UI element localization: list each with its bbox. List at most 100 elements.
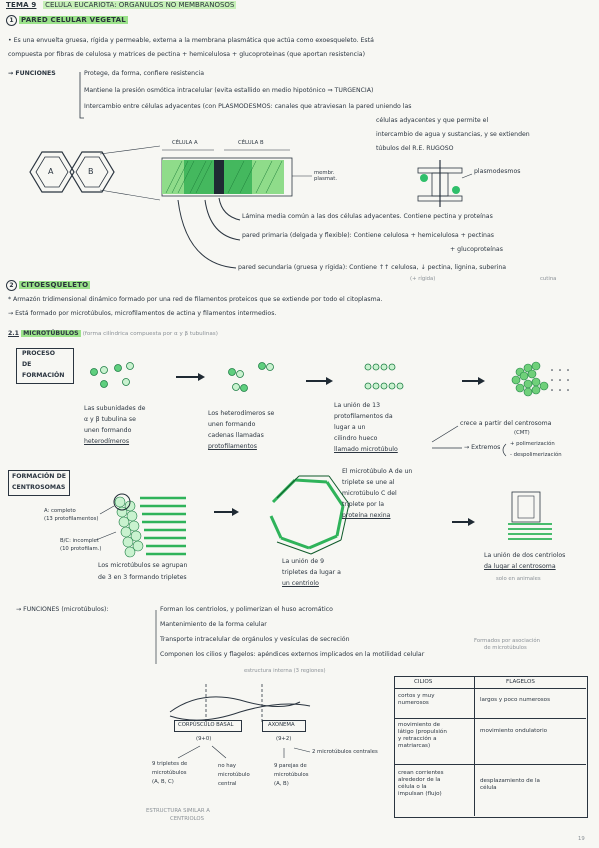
s2-line-1: * Armazón tridimensional dinámico formad…	[8, 296, 383, 303]
table-col-divider	[474, 676, 475, 816]
step1-line: heterodímeros	[84, 438, 130, 445]
table-row-divider	[394, 718, 586, 719]
estructura-similar: ESTRUCTURA SIMILAR A	[146, 808, 210, 814]
centrosoma-note: solo en animales	[496, 576, 541, 582]
table-cell-line: largos y poco numerosos	[480, 697, 551, 703]
membrana-label: membr. plasmat.	[314, 170, 338, 183]
s1-func-1: Protege, da forma, confiere resistencia	[84, 70, 204, 77]
pared-primaria: pared primaria (delgada y flexible): Con…	[242, 232, 494, 239]
table-cell-line: movimiento ondulatorio	[480, 728, 548, 734]
axonema-box	[262, 720, 306, 732]
sub21-note: (forma cilíndrica compuesta por α y β tu…	[82, 331, 218, 337]
estructura-similar-b: CENTRIOLOS	[170, 816, 204, 822]
estructura-interna: estructura interna (3 regiones)	[244, 668, 326, 674]
pared-secundaria: pared secundaria (gruesa y rígida): Cont…	[238, 264, 507, 271]
corpusculo-box	[174, 720, 242, 732]
cell-b-label: B	[88, 167, 94, 176]
table-row-divider	[394, 764, 586, 765]
step3-line: protofilamentos da	[334, 413, 393, 420]
centrosoma-text: La unión de dos centriolos da lugar al c…	[484, 550, 565, 572]
step3-line: llamado microtúbulo	[334, 446, 398, 453]
corpusculo-code: (9+0)	[196, 736, 212, 742]
lamina-media: Lámina media común a las dos células ady…	[242, 213, 493, 220]
crece-cmt: (CMT)	[514, 430, 530, 436]
triplete-line: Los microtúbulos se agrupan	[98, 562, 188, 569]
table-header-cilios: CILIOS	[414, 679, 433, 685]
centrosoma-line: La unión de dos centriolos	[484, 552, 566, 559]
proceso-label-2: DE	[22, 361, 32, 368]
proceso-box	[16, 348, 74, 384]
despolimerizacion: - despolimerización	[510, 452, 562, 458]
triplete-text: Los microtúbulos se agrupan de 3 en 3 fo…	[98, 560, 187, 584]
s1-func-3b: células adyacentes y que permite el	[376, 117, 489, 124]
pared-primaria-b: + glucoproteínas	[450, 246, 503, 253]
centriolo-text: La unión de 9 tripletes da lugar a un ce…	[282, 556, 341, 589]
s2-line-2: → Está formado por microtúbulos, microfi…	[8, 310, 277, 317]
plasmodesmos-label: plasmodesmos	[474, 168, 521, 175]
table-header-divider	[394, 688, 586, 689]
step1-line: unen formando	[84, 427, 132, 434]
cb-desc-1-line: (A, B, C)	[152, 779, 174, 785]
sub21-heading: 2.1 MICROTÚBULOS (forma cilíndrica compu…	[8, 330, 218, 337]
nexina-line: proteína nexina	[342, 512, 391, 519]
step2-line: cadenas llamadas	[208, 432, 264, 439]
table-cell-line: impulsan (flujo)	[398, 790, 442, 797]
page-title: CELULA EUCARIOTA: ORGANULOS NO MEMBRANOS…	[43, 1, 237, 9]
table-cell-line: cortos y muy	[398, 693, 435, 699]
step3-text: La unión de 13 protofilamentos da lugar …	[334, 400, 398, 455]
section1-number: 1	[6, 15, 17, 26]
polimerizacion: + polimerización	[510, 441, 555, 447]
topic-label: TEMA 9	[6, 1, 37, 9]
mt-func-4: Componen los cilios y flagelos: apéndice…	[160, 651, 425, 658]
triplete-line: de 3 en 3 formando tripletes	[98, 574, 187, 581]
axonema-label: AXONEMA	[268, 722, 295, 728]
step3-line: La unión de 13	[334, 402, 381, 409]
step2-line: protofilamentos	[208, 443, 257, 450]
step2-text: Los heterodímeros se unen formando caden…	[208, 408, 274, 452]
table-cell: movimiento ondulatorio	[480, 728, 547, 735]
table-header-flagelos: FLAGELOS	[506, 679, 535, 685]
table-cell-line: alrededor de la	[398, 776, 441, 783]
table-cell: largos y poco numerosos	[480, 697, 550, 704]
table-cell-line: desplazamiento de la	[480, 778, 540, 784]
ax-desc-1-line: 9 parejas de	[274, 763, 307, 769]
step1-line: α y β tubulina se	[84, 416, 136, 423]
bc-incompleto-b: (10 protofilam.)	[60, 546, 102, 552]
note-formados: Formados por asociación	[474, 638, 540, 644]
nexina-line: El microtúbulo A de un	[342, 468, 413, 475]
extremos-text: → Extremos	[464, 444, 501, 451]
pared-secundaria-c: cutina	[540, 276, 557, 282]
table-cell: crean corrientes alrededor de la célula …	[398, 770, 444, 798]
page-number: 19	[578, 836, 585, 842]
table-cell-line: célula	[480, 784, 497, 791]
mt-func-3: Transporte intracelular de orgánulos y v…	[160, 636, 350, 643]
step1-text: Las subunidades de α y β tubulina se une…	[84, 403, 145, 447]
sub21-number: 2.1	[8, 330, 19, 337]
sub21-title: MICROTÚBULOS	[21, 330, 81, 337]
step3-line: lugar a un	[334, 424, 366, 431]
section2-number: 2	[6, 280, 17, 291]
table-cell: cortos y muy numerosos	[398, 693, 435, 707]
centrosomas-box	[8, 470, 70, 496]
table-cell: desplazamiento de la célula	[480, 778, 540, 792]
mt-func-2: Mantenimiento de la forma celular	[160, 621, 267, 628]
cb-desc-1: 9 tripletes de microtúbulos (A, B, C)	[152, 760, 187, 787]
proceso-label-1: PROCESO	[22, 350, 56, 357]
section2-title: CITOESQUELETO	[19, 281, 91, 289]
table-cell-line: crean corrientes	[398, 770, 444, 776]
nexina-line: triplete por la	[342, 501, 385, 508]
mt-func-1: Forman los centriolos, y polimerizan el …	[160, 606, 333, 613]
celula-a-label: CÉLULA A	[172, 140, 198, 146]
proceso-label-3: FORMACIÓN	[22, 372, 65, 379]
ax-desc-1-line: microtúbulos	[274, 772, 309, 778]
table-frame	[394, 676, 588, 818]
s1-func-2: Mantiene la presión osmótica intracelula…	[84, 87, 374, 94]
section1-title: PARED CELULAR VEGETAL	[19, 16, 128, 24]
centriolo-line: un centriolo	[282, 580, 319, 587]
